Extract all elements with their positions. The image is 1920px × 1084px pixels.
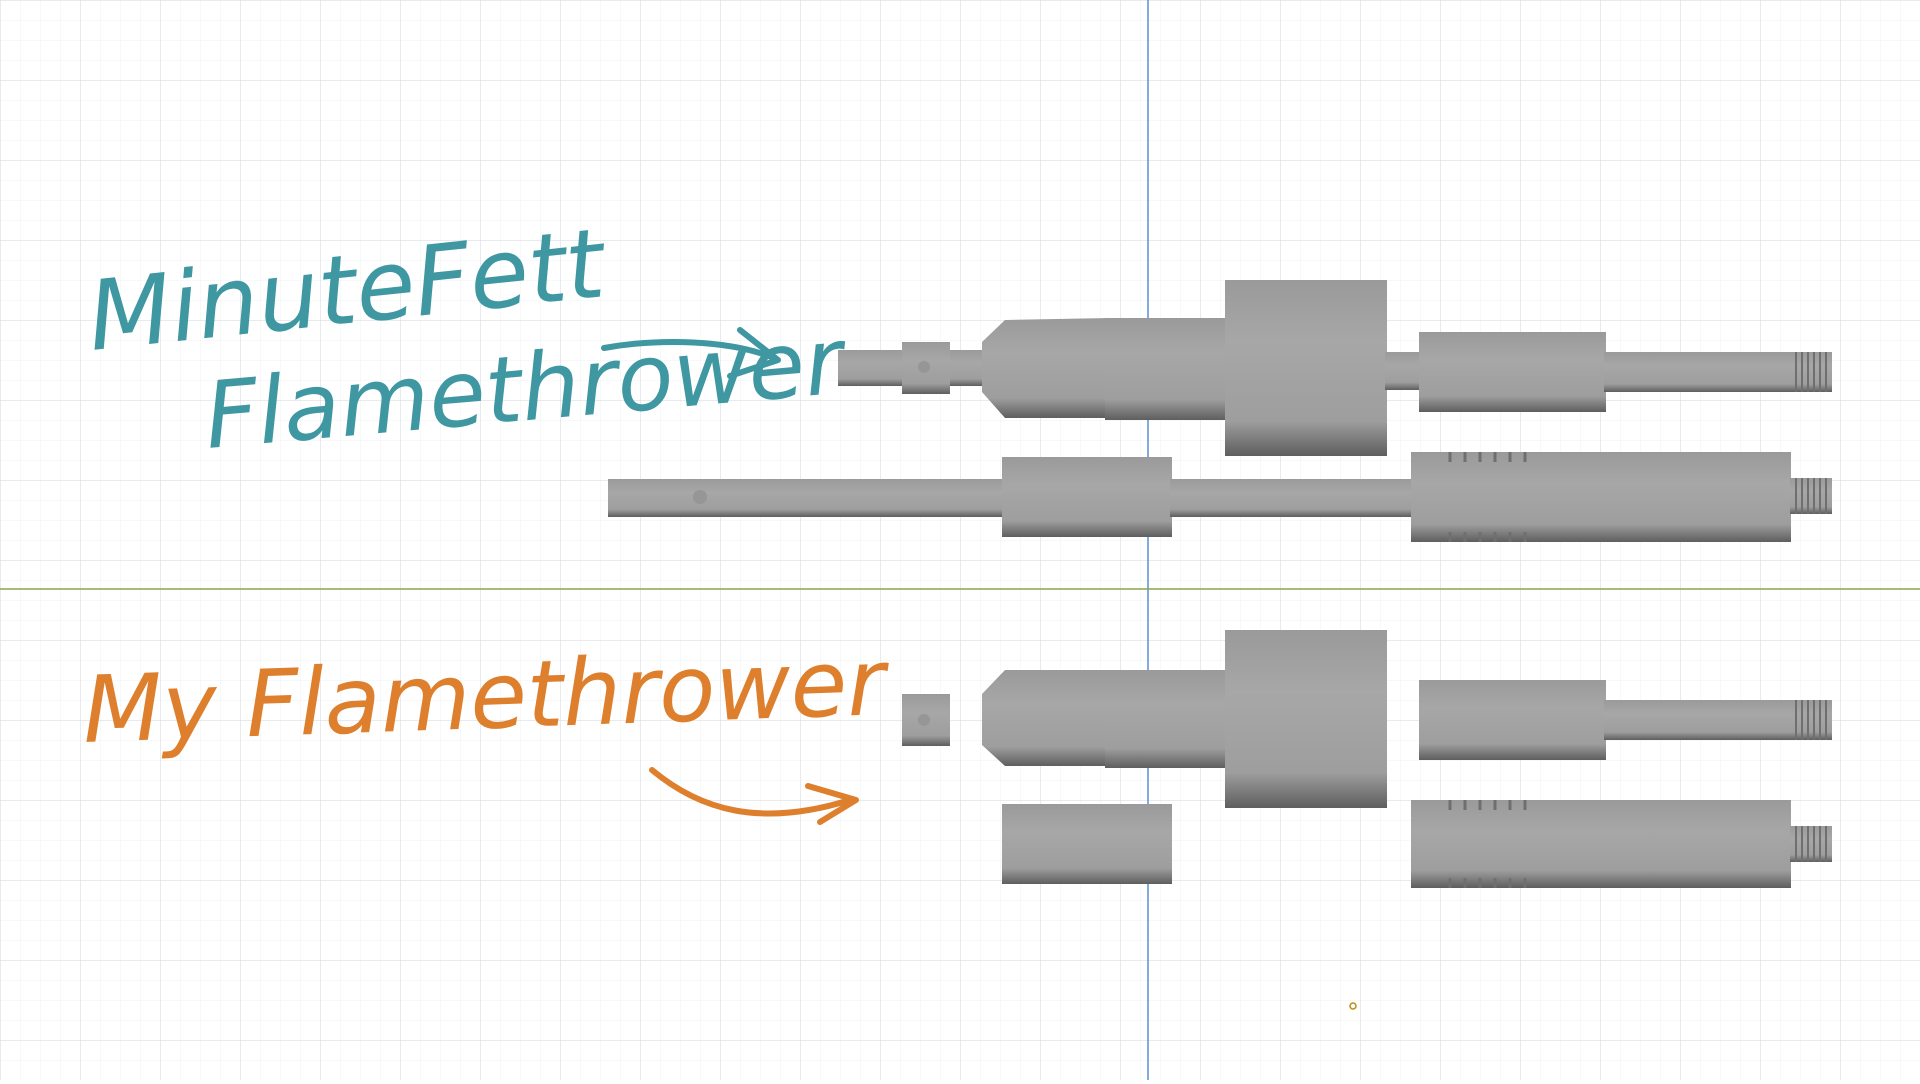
curved-arrow-right-icon [649, 767, 859, 825]
thread-icon [1790, 826, 1832, 862]
thread-icon [1792, 700, 1832, 740]
thread-icon [1792, 352, 1832, 392]
minutefett-model[interactable] [608, 280, 1832, 542]
my-flamethrower-model[interactable] [902, 630, 1832, 888]
point-marker-icon [1349, 1002, 1357, 1010]
curved-arrow-right-icon [601, 327, 781, 379]
thread-icon [1790, 478, 1832, 514]
